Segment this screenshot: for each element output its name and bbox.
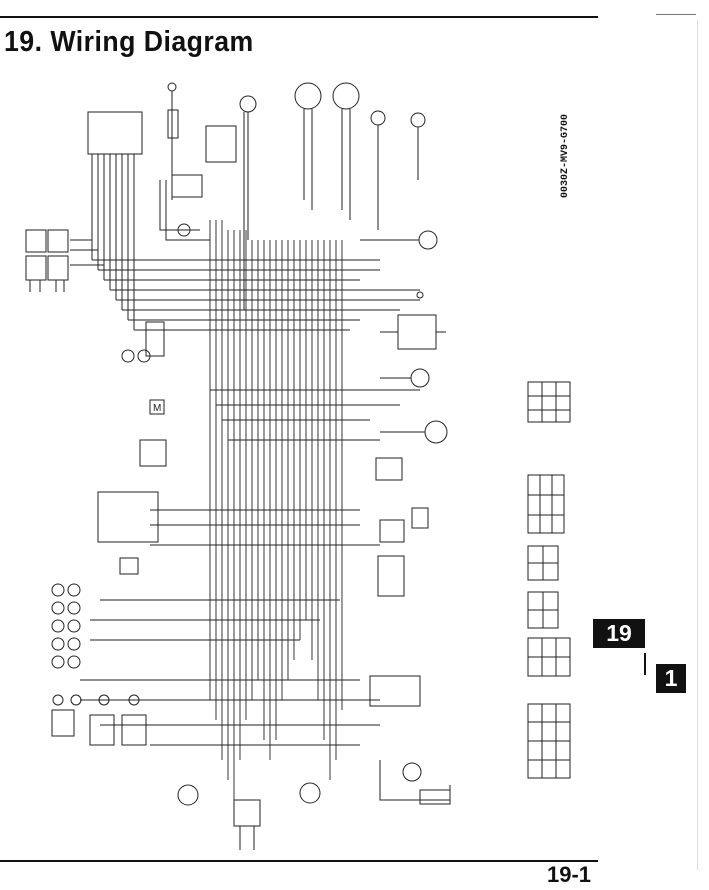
- corner-mark: [656, 14, 696, 15]
- page-edge: [697, 20, 698, 870]
- section-tab[interactable]: 19: [593, 619, 645, 648]
- top-rule: [0, 16, 598, 18]
- bottom-rule: [0, 860, 598, 862]
- diagram-code: 0030Z-MV9-G700: [560, 113, 571, 198]
- svg-text:M: M: [153, 403, 161, 414]
- wiring-diagram: M: [25, 82, 571, 850]
- subsection-tab[interactable]: 1: [656, 664, 686, 693]
- page-number: 19-1: [547, 862, 592, 887]
- tab-divider: [644, 653, 646, 675]
- control-unit-box: [87, 111, 143, 155]
- page-title: 19. Wiring Diagram: [4, 26, 254, 58]
